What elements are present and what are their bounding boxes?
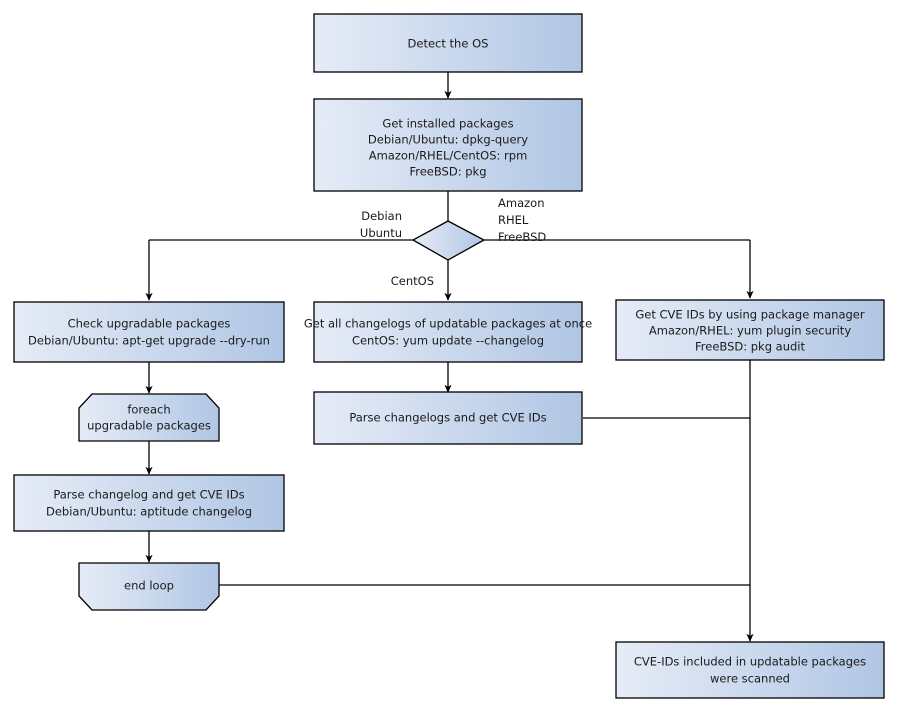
- node-detect-os[interactable]: Detect the OS: [313, 13, 583, 73]
- node-get-all-changelogs-line1: Get all changelogs of updatable packages…: [304, 317, 592, 331]
- decision-diamond-shape: [411, 220, 486, 261]
- node-get-cve-line1: Get CVE IDs by using package manager: [635, 308, 865, 322]
- end-loop-shape: [78, 562, 220, 611]
- node-check-upgradable-packages[interactable]: Check upgradable packages Debian/Ubuntu:…: [13, 301, 285, 363]
- node-detect-os-label: Detect the OS: [408, 37, 489, 51]
- node-result-scanned[interactable]: CVE-IDs included in updatable packages w…: [615, 641, 885, 699]
- node-get-cve-line3: FreeBSD: pkg audit: [695, 340, 806, 354]
- edge-label-left-line1: Debian: [361, 209, 402, 223]
- node-os-decision[interactable]: [411, 220, 486, 261]
- node-foreach-line1: foreach: [127, 403, 170, 417]
- node-result-line1: CVE-IDs included in updatable packages: [634, 655, 866, 669]
- node-get-cve-line2: Amazon/RHEL: yum plugin security: [649, 324, 851, 338]
- node-parse-changelogs-multi[interactable]: Parse changelogs and get CVE IDs: [313, 391, 583, 445]
- node-parse-changelogs-multi-label: Parse changelogs and get CVE IDs: [349, 411, 546, 425]
- node-get-all-changelogs[interactable]: Get all changelogs of updatable packages…: [304, 301, 592, 363]
- node-end-loop-label: end loop: [124, 579, 174, 593]
- node-check-upgradable-line2: Debian/Ubuntu: apt-get upgrade --dry-run: [28, 334, 270, 348]
- edge-label-right-line2: RHEL: [498, 213, 529, 227]
- node-parse-changelog-single[interactable]: Parse changelog and get CVE IDs Debian/U…: [13, 474, 285, 532]
- foreach-shape: [78, 393, 220, 442]
- node-get-installed-line4: FreeBSD: pkg: [409, 165, 486, 179]
- node-result-line2: were scanned: [710, 672, 790, 686]
- node-get-installed-line3: Amazon/RHEL/CentOS: rpm: [369, 149, 528, 163]
- node-parse-changelog-line1: Parse changelog and get CVE IDs: [53, 488, 244, 502]
- node-get-all-changelogs-line2: CentOS: yum update --changelog: [352, 334, 544, 348]
- node-get-installed-packages[interactable]: Get installed packages Debian/Ubuntu: dp…: [313, 98, 583, 192]
- edge-label-right-line1: Amazon: [498, 196, 544, 210]
- node-get-installed-line1: Get installed packages: [382, 117, 513, 131]
- edge-label-center: CentOS: [391, 274, 434, 288]
- edge-label-right-line3: FreeBSD: [498, 230, 546, 244]
- connectors: [145, 72, 754, 642]
- node-end-loop[interactable]: end loop: [78, 562, 220, 611]
- node-foreach-line2: upgradable packages: [87, 419, 211, 433]
- edge-label-left-line2: Ubuntu: [360, 226, 402, 240]
- node-foreach-loop-start[interactable]: foreach upgradable packages: [78, 393, 220, 442]
- node-parse-changelog-line2: Debian/Ubuntu: aptitude changelog: [46, 505, 252, 519]
- node-check-upgradable-line1: Check upgradable packages: [68, 317, 231, 331]
- node-get-installed-line2: Debian/Ubuntu: dpkg-query: [368, 133, 528, 147]
- edge-label-group: Debian Ubuntu Amazon RHEL FreeBSD CentOS: [360, 196, 546, 288]
- node-get-cve-package-manager[interactable]: Get CVE IDs by using package manager Ama…: [615, 299, 885, 361]
